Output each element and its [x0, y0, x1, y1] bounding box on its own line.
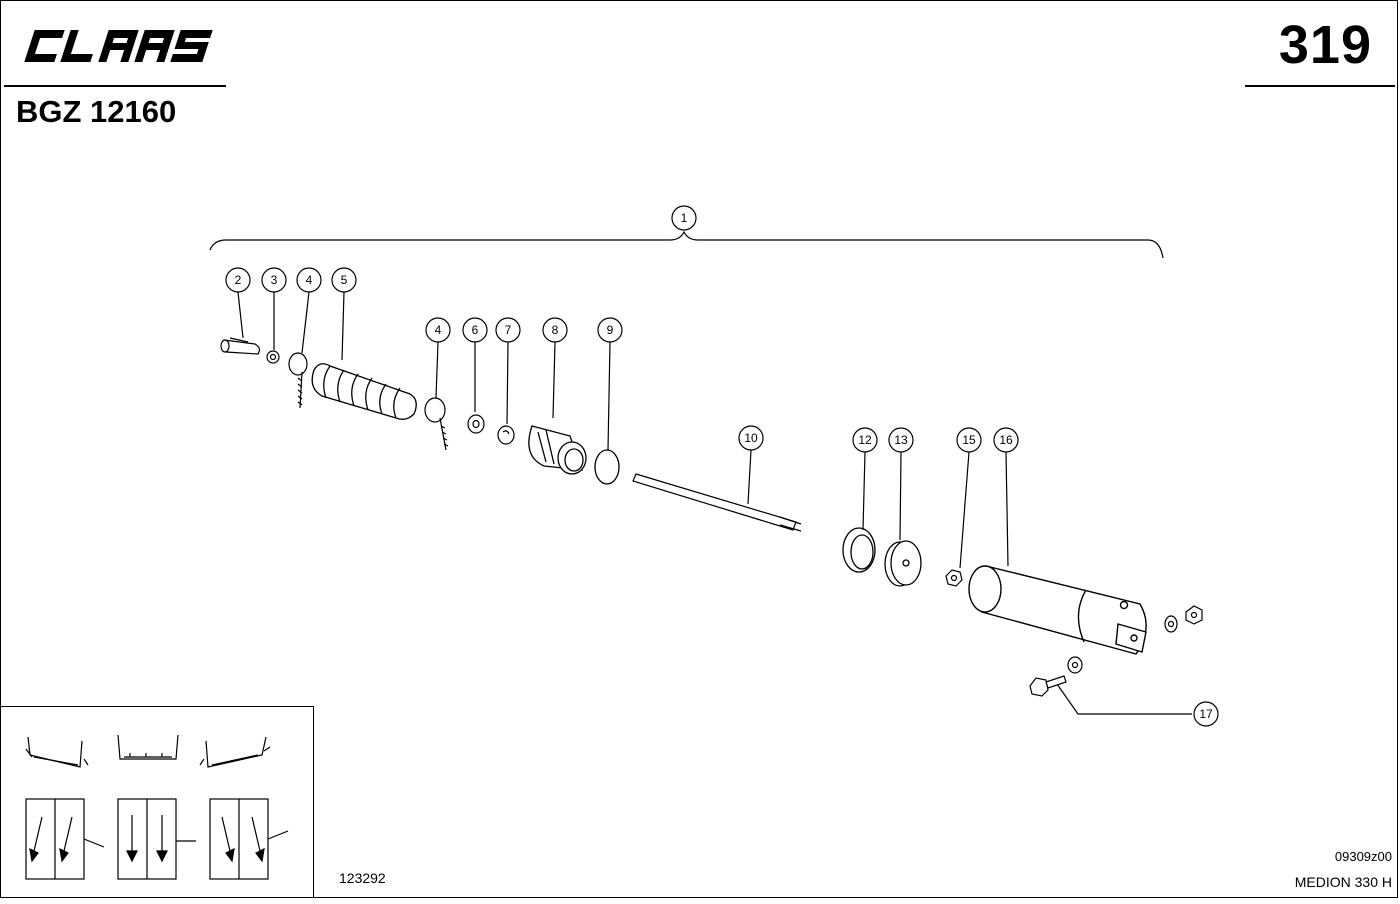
model-name: MEDION 330 H: [1294, 874, 1392, 890]
tilt-left-arrows-icon: [25, 798, 105, 880]
piston-part: [884, 540, 922, 587]
callout-circle-4a: [296, 267, 322, 293]
callout-label-5: 5: [341, 273, 348, 287]
callout-circle-5: [331, 267, 357, 293]
callout-label-4a: 4: [306, 273, 313, 287]
callout-circle-7: [495, 317, 521, 343]
doc-code: BGZ 12160: [16, 94, 177, 129]
callout-circle-12: [852, 427, 878, 453]
callout-circle-4b: [425, 317, 451, 343]
callout-circle-17: [1193, 701, 1219, 727]
seal-ring-part: [842, 527, 876, 573]
piston-rod-part: [632, 473, 802, 532]
callout-circle-16: [993, 427, 1019, 453]
callout-label-9: 9: [607, 323, 614, 337]
callout-label-17: 17: [1199, 707, 1213, 721]
callout-label-7: 7: [505, 323, 512, 337]
callout-label-2: 2: [235, 273, 242, 287]
hose-clamp-part: [288, 352, 308, 409]
callout-circle-1: [671, 205, 697, 231]
logo-underline: [4, 85, 226, 87]
callout-circle-10: [738, 425, 764, 451]
pin-part: [220, 337, 261, 355]
callout-label-4b: 4: [435, 323, 442, 337]
circlip-part: [497, 425, 515, 445]
washer-part: [467, 414, 485, 434]
callout-label-3: 3: [271, 273, 278, 287]
callout-circle-3: [261, 267, 287, 293]
callout-circle-6: [462, 317, 488, 343]
small-washer-part: [266, 350, 280, 364]
callout-label-1: 1: [681, 211, 688, 225]
tilt-right-arrows-icon: [209, 798, 289, 880]
o-ring-part: [594, 449, 620, 485]
orientation-legend-drawing: [25, 734, 289, 880]
callout-label-6: 6: [472, 323, 479, 337]
callout-label-10: 10: [744, 431, 758, 445]
assembly-bracket: [209, 230, 1164, 259]
page-number-underline: [1245, 85, 1395, 87]
claas-logo: [24, 30, 213, 62]
callout-label-12: 12: [858, 433, 872, 447]
guide-bushing-part: [528, 425, 587, 475]
straight-down-arrows-icon: [117, 798, 196, 880]
hose-clamp-part-2: [424, 397, 449, 451]
header-profile-right-icon: [199, 736, 271, 768]
nut-part: [945, 569, 963, 587]
orientation-legend-box: [0, 706, 314, 898]
page-number: 319: [1278, 15, 1372, 75]
callout-label-8: 8: [552, 323, 559, 337]
callout-circle-13: [888, 427, 914, 453]
callout-label-15: 15: [962, 433, 976, 447]
callout-circle-9: [597, 317, 623, 343]
drawing-code: 09309z00: [1334, 849, 1392, 864]
bolt-part: [1029, 656, 1083, 697]
header-profile-center-icon: [117, 734, 179, 760]
header-profile-left-icon: [25, 736, 89, 768]
callout-circle-8: [542, 317, 568, 343]
callout-circle-15: [956, 427, 982, 453]
callout-circle-2: [225, 267, 251, 293]
callout-label-13: 13: [894, 433, 908, 447]
reference-number: 123292: [339, 870, 386, 886]
callout-label-16: 16: [999, 433, 1013, 447]
cylinder-tube-part: [968, 565, 1147, 655]
bellows-boot-part: [311, 363, 417, 420]
end-washer-nut: [1164, 605, 1203, 633]
